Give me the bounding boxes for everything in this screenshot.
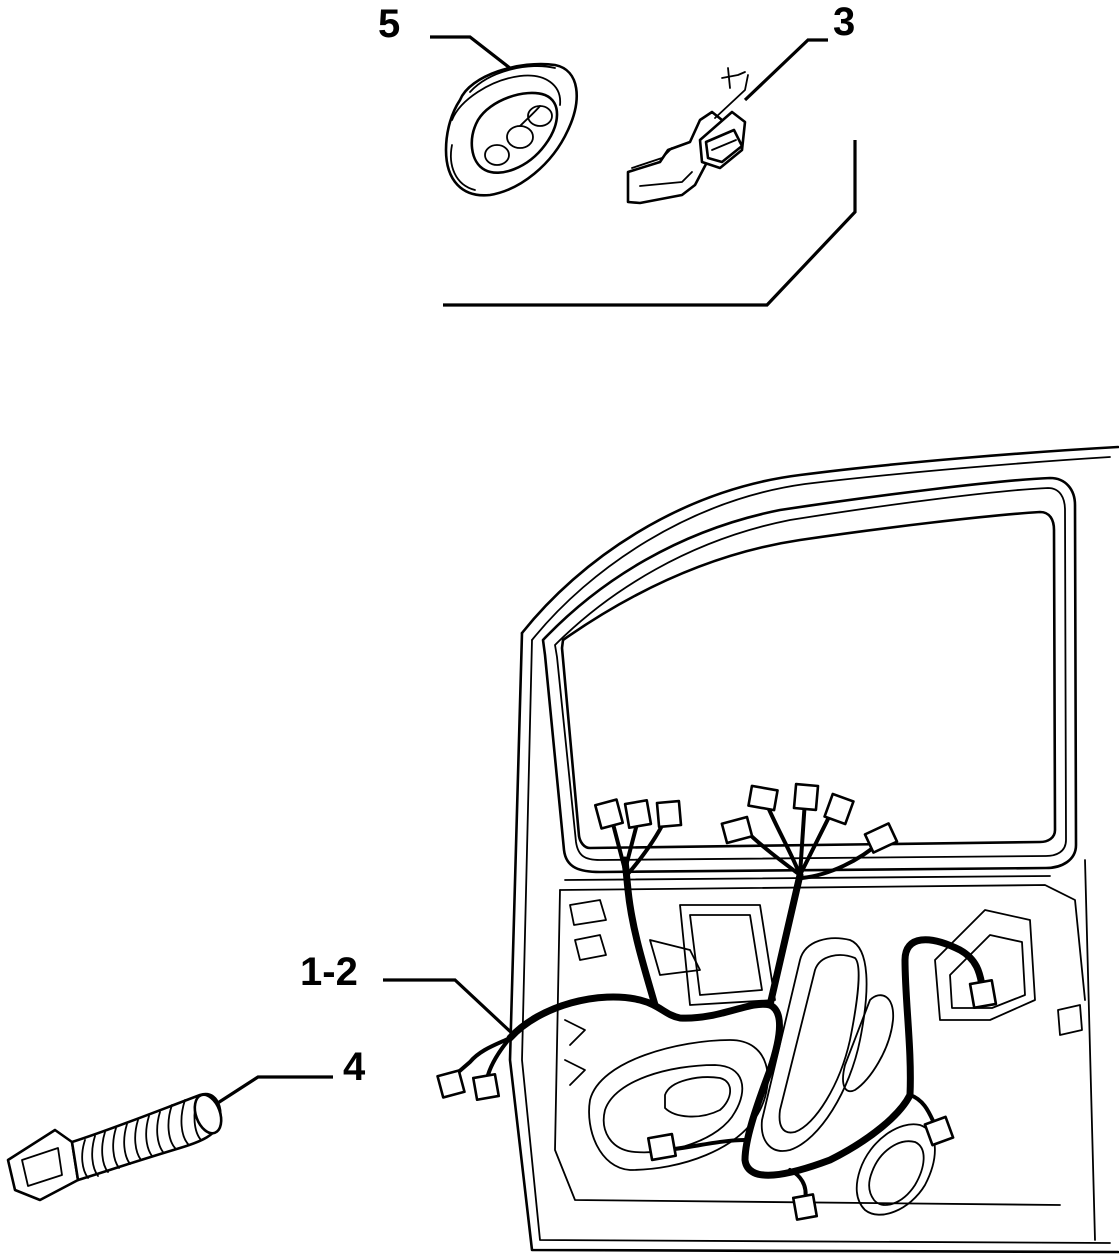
- grommet-part-5: [444, 62, 578, 197]
- callout-label-1-2: 1-2: [300, 950, 358, 994]
- wiring-harness-part-1-2: [436, 782, 998, 1221]
- leader-line-3-bracket: [443, 140, 857, 307]
- leader-line-3: [743, 38, 828, 102]
- callout-label-3: 3: [833, 0, 855, 44]
- leader-line-4: [209, 1075, 333, 1110]
- leader-lines: [209, 35, 857, 1110]
- harness-connectors: [436, 782, 998, 1221]
- leader-line-5: [430, 35, 516, 74]
- sleeve-part-4: [6, 1092, 223, 1202]
- leader-line-1-2: [383, 978, 517, 1038]
- door-assembly: [508, 445, 1119, 1254]
- callout-label-5: 5: [378, 2, 400, 46]
- callout-label-4: 4: [343, 1045, 366, 1089]
- clip-part-3: [626, 67, 749, 205]
